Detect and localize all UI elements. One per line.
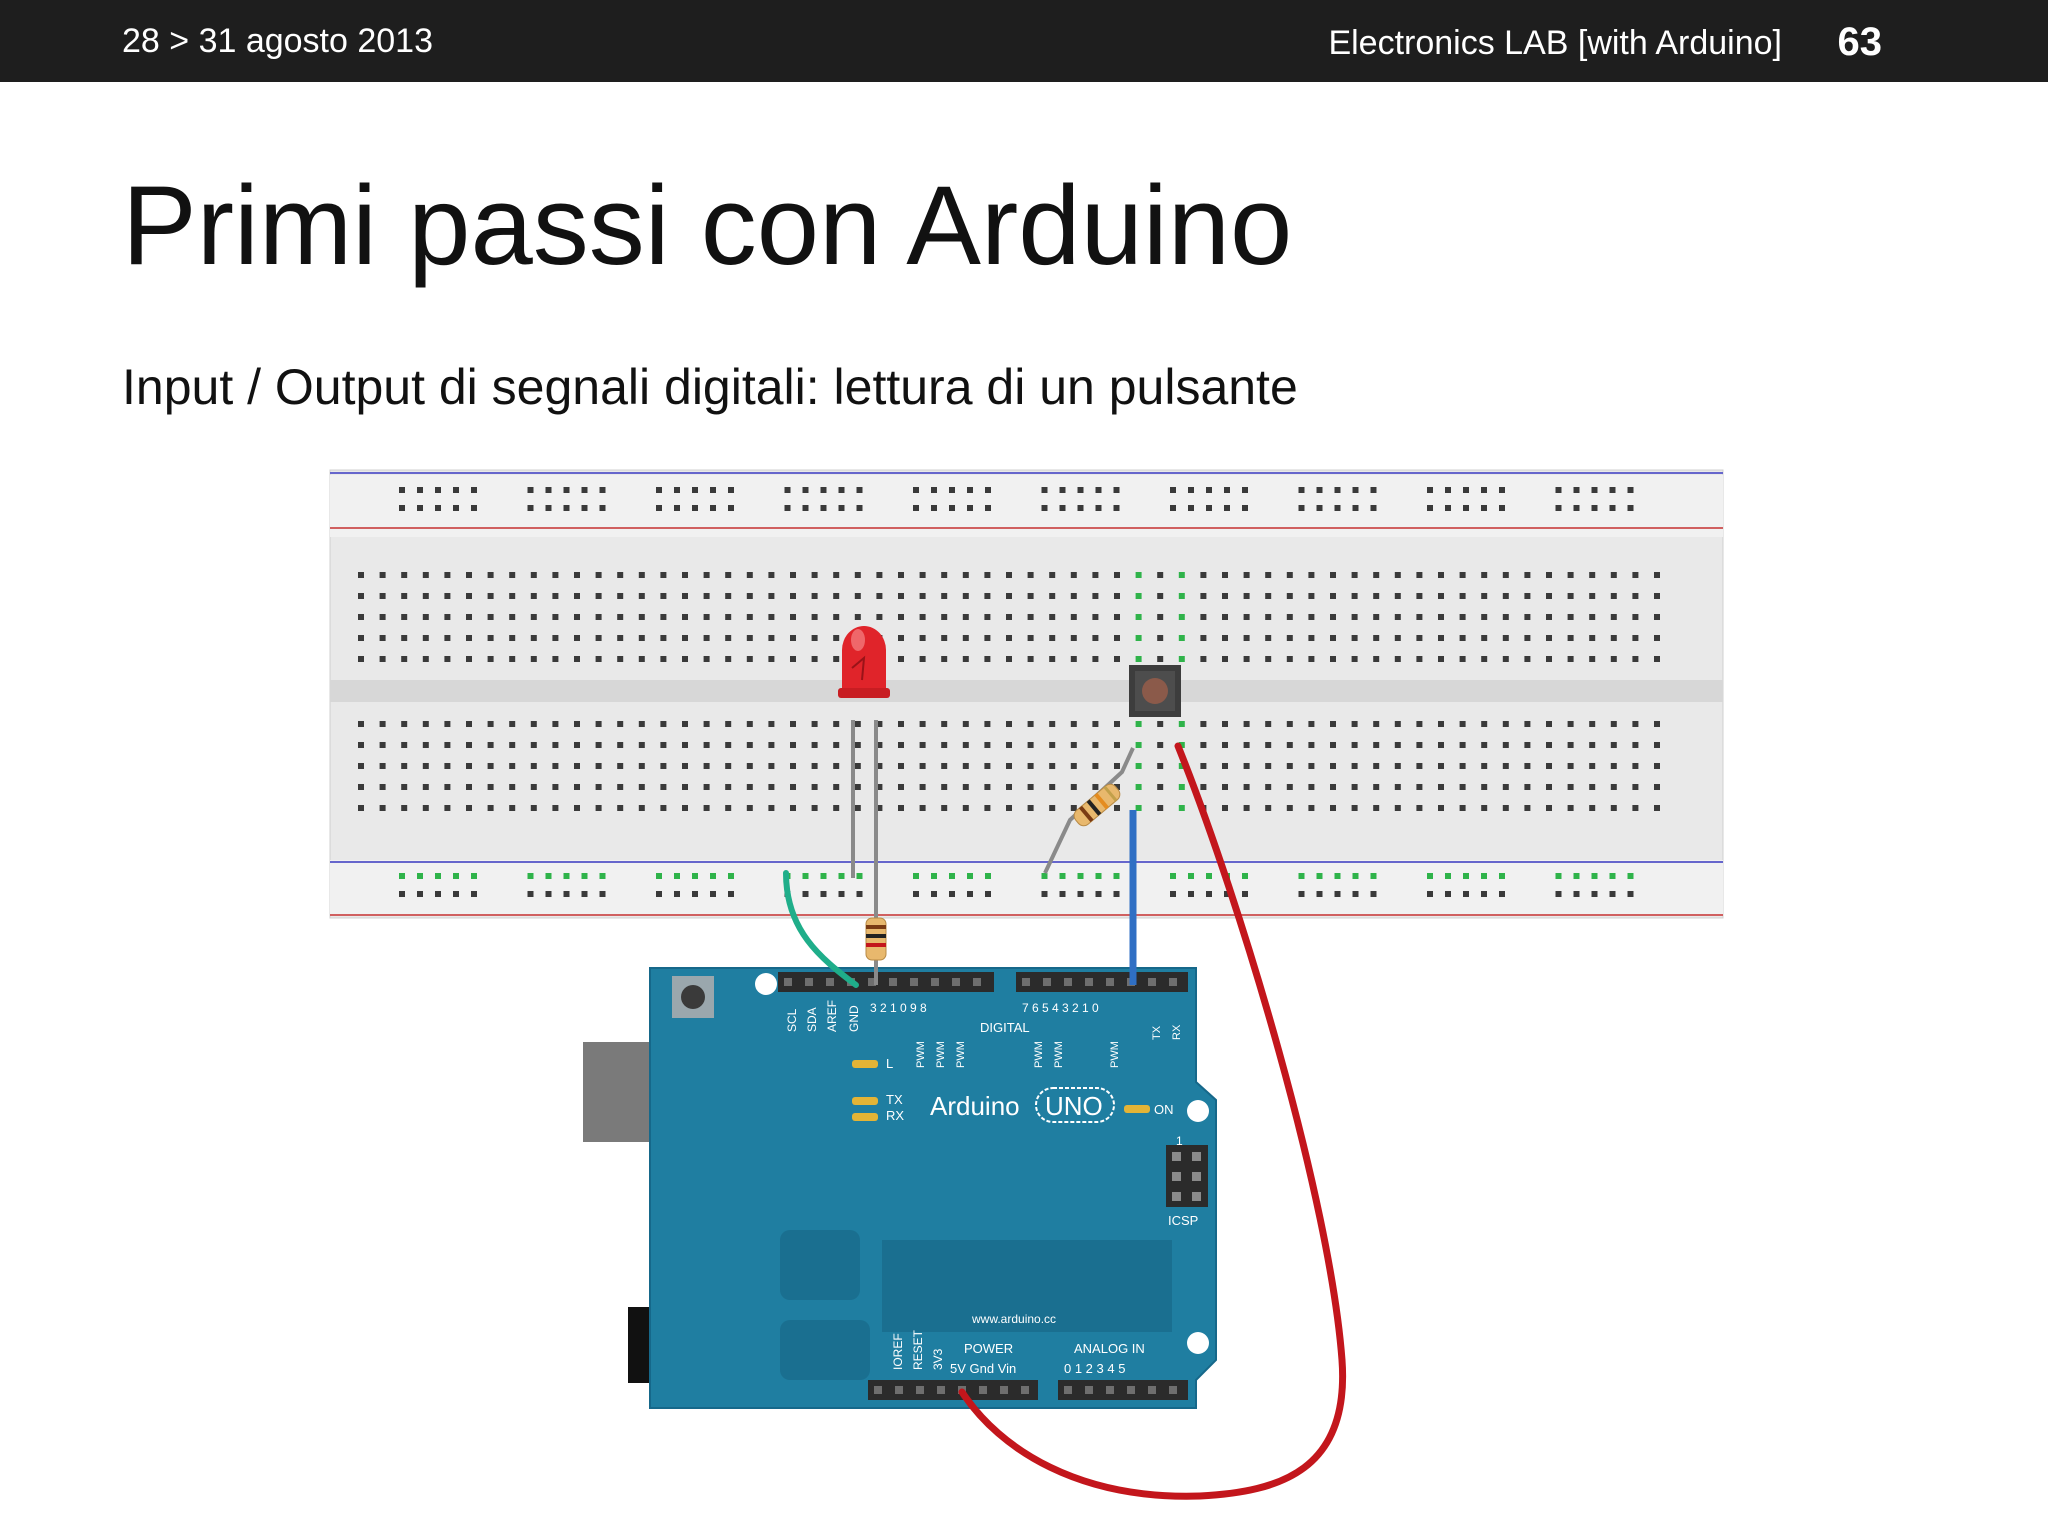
pwm-label-1: PWM: [915, 1041, 927, 1068]
board-name: Arduino: [930, 1091, 1020, 1121]
rx-label: RX: [886, 1108, 904, 1123]
analog-pin-labels: 0 1 2 3 4 5: [1064, 1361, 1125, 1376]
digital-pins-left-labels: 3 2 1 0 9 8: [870, 1001, 927, 1015]
pwm-label-5: PWM: [1053, 1041, 1065, 1068]
slide-title: Primi passi con Arduino: [122, 163, 1293, 288]
pwm-label-3: PWM: [955, 1041, 967, 1068]
analog-in-label: ANALOG IN: [1074, 1341, 1145, 1356]
rx-pin-label: RX: [1171, 1024, 1183, 1040]
red-led-icon: [838, 626, 890, 698]
pin-label-reset: RESET: [911, 1329, 925, 1370]
pull-down-resistor-icon: [1073, 783, 1121, 827]
analog-header: [1058, 1380, 1188, 1400]
digital-label: DIGITAL: [980, 1020, 1030, 1035]
resistor-icon: [865, 917, 887, 961]
pin-label-ioref: IOREF: [891, 1333, 905, 1370]
power-pin-labels: 5V Gnd Vin: [950, 1361, 1016, 1376]
red-wire: [958, 742, 1347, 1500]
arduino-board: L TX RX Arduino UNO ON ICSP 1 www.arduin…: [583, 967, 1217, 1409]
pwm-label-6: PWM: [1109, 1041, 1121, 1068]
on-label: ON: [1154, 1102, 1174, 1117]
breadboard-center-channel: [330, 680, 1723, 702]
slide-header-bar: 28 > 31 agosto 2013 Electronics LAB [wit…: [0, 0, 2048, 82]
icsp-label: ICSP: [1168, 1213, 1198, 1228]
push-button-icon: [1129, 665, 1181, 717]
tx-label: TX: [886, 1092, 903, 1107]
pwm-label-2: PWM: [935, 1041, 947, 1068]
pin-label-gnd: GND: [847, 1005, 861, 1032]
icsp-pin-one: 1: [1176, 1134, 1183, 1148]
led-l-label: L: [886, 1056, 893, 1071]
pwm-label-4: PWM: [1033, 1041, 1045, 1068]
pin-label-aref: AREF: [825, 1000, 839, 1032]
event-dates: 28 > 31 agosto 2013: [122, 22, 433, 60]
power-header: [868, 1380, 1038, 1400]
breadboard-holes: [358, 572, 1660, 811]
led-l-indicator: [852, 1060, 878, 1068]
website-label: www.arduino.cc: [971, 1312, 1056, 1326]
pin-label-sda: SDA: [805, 1007, 819, 1032]
power-label: POWER: [964, 1341, 1013, 1356]
page-number: 63: [1837, 20, 1883, 64]
breadboard: [329, 469, 1724, 919]
digital-header-right: [1016, 972, 1188, 992]
digital-pins-right-labels: 7 6 5 4 3 2 1 0: [1022, 1001, 1099, 1015]
tx-pin-label: TX: [1151, 1025, 1163, 1040]
digital-header-left: [778, 972, 994, 992]
course-title: Electronics LAB [with Arduino]: [1328, 24, 1782, 62]
slide-subtitle: Input / Output di segnali digitali: lett…: [122, 359, 1298, 415]
green-wire: [783, 870, 859, 988]
led-on-indicator: [1124, 1105, 1150, 1113]
breadboard-rails: [399, 487, 1634, 897]
pin-label-3v3: 3V3: [931, 1348, 945, 1370]
board-model: UNO: [1045, 1091, 1103, 1121]
pin-label-scl: SCL: [785, 1008, 799, 1032]
